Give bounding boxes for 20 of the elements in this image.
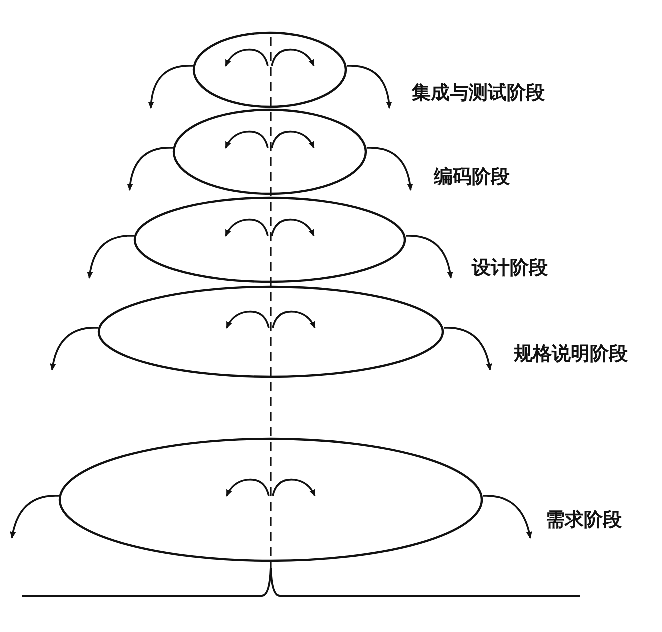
outflow-arrow (444, 327, 492, 371)
stage-ellipse (98, 286, 444, 378)
stage-label: 需求阶段 (546, 511, 622, 530)
stage-ellipse (173, 109, 367, 195)
outflow-arrow (128, 147, 173, 191)
outflow-arrow (367, 147, 414, 191)
stage-label: 集成与测试阶段 (412, 84, 545, 103)
stage-label: 编码阶段 (434, 168, 510, 187)
outflow-arrow (50, 327, 98, 371)
outflow-arrow (347, 65, 392, 109)
stage-label: 设计阶段 (472, 259, 548, 278)
stage-ellipse (134, 197, 406, 283)
outflow-arrow (483, 495, 532, 539)
stage-ellipse (59, 438, 483, 562)
outflow-arrow (148, 65, 193, 109)
outflow-arrow (10, 495, 59, 539)
outflow-arrow (87, 235, 134, 279)
stage-ellipse (193, 32, 347, 108)
stage-label: 规格说明阶段 (514, 345, 628, 364)
outflow-arrow (406, 235, 454, 279)
